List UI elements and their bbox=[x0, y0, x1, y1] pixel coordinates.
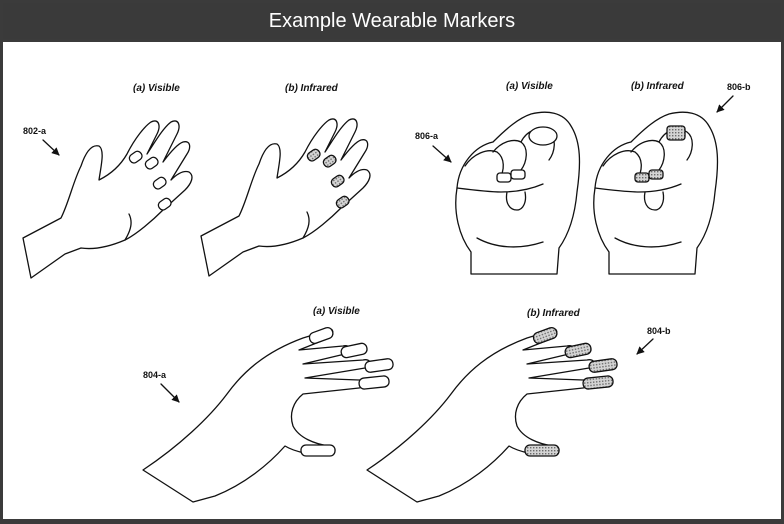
ring-marker-ir bbox=[335, 195, 350, 209]
caption-804-infrared: (b) Infrared bbox=[527, 308, 581, 319]
ref-806b: 806-b bbox=[727, 82, 751, 92]
arrow-802a bbox=[42, 139, 60, 156]
ring-marker bbox=[128, 150, 143, 164]
caption-802-infrared: (b) Infrared bbox=[285, 83, 339, 94]
fist-806-visible bbox=[455, 111, 581, 275]
fingertip-marker bbox=[340, 342, 368, 359]
finger-marker-ir bbox=[648, 169, 664, 180]
hand-802-visible bbox=[22, 120, 193, 279]
arrow-804b bbox=[636, 338, 654, 355]
diagram-panel: (a) Visible (b) Infrared 802-a bbox=[3, 42, 781, 519]
fingertip-marker-ir bbox=[524, 444, 560, 457]
finger-marker bbox=[496, 172, 512, 183]
thumb-nail bbox=[528, 126, 558, 146]
ref-802a: 802-a bbox=[23, 126, 47, 136]
finger-marker bbox=[510, 169, 526, 180]
title-bar: Example Wearable Markers bbox=[3, 3, 781, 39]
fingertip-marker-ir bbox=[582, 375, 614, 390]
ref-806a: 806-a bbox=[415, 131, 439, 141]
fingertip-marker bbox=[308, 326, 334, 344]
caption-802-visible: (a) Visible bbox=[133, 83, 180, 94]
arrow-804a bbox=[160, 383, 180, 403]
caption-806-infrared: (b) Infrared bbox=[631, 81, 685, 92]
fist-806-infrared bbox=[593, 111, 719, 275]
caption-806-visible: (a) Visible bbox=[506, 81, 553, 92]
ring-marker bbox=[157, 197, 172, 211]
fingertip-marker bbox=[358, 375, 390, 390]
caption-804-visible: (a) Visible bbox=[313, 306, 360, 317]
ref-804b: 804-b bbox=[647, 326, 671, 336]
nail-marker-ir bbox=[666, 125, 686, 141]
hand-802-infrared bbox=[200, 118, 371, 277]
fingertip-marker-ir bbox=[532, 326, 558, 344]
ring-marker-ir bbox=[322, 154, 337, 168]
fingertip-marker bbox=[364, 358, 394, 373]
arrow-806b bbox=[716, 95, 734, 113]
fingertip-marker bbox=[300, 444, 336, 457]
fingertip-marker-ir bbox=[588, 358, 618, 373]
hand-804-visible bbox=[142, 326, 394, 503]
figure-806 bbox=[432, 95, 734, 275]
ring-marker-ir bbox=[330, 174, 345, 188]
diagram-canvas: (a) Visible (b) Infrared 802-a bbox=[22, 81, 751, 503]
ring-marker bbox=[152, 176, 167, 190]
fingertip-marker-ir bbox=[564, 342, 592, 359]
ring-marker bbox=[144, 156, 159, 170]
ring-marker-ir bbox=[306, 148, 321, 162]
figure-title: Example Wearable Markers bbox=[268, 10, 516, 32]
ref-804a: 804-a bbox=[143, 370, 167, 380]
figure-804 bbox=[142, 326, 654, 503]
arrow-806a bbox=[432, 145, 452, 163]
figure-802 bbox=[22, 118, 371, 279]
hand-804-infrared bbox=[366, 326, 618, 503]
finger-marker-ir bbox=[634, 172, 650, 183]
